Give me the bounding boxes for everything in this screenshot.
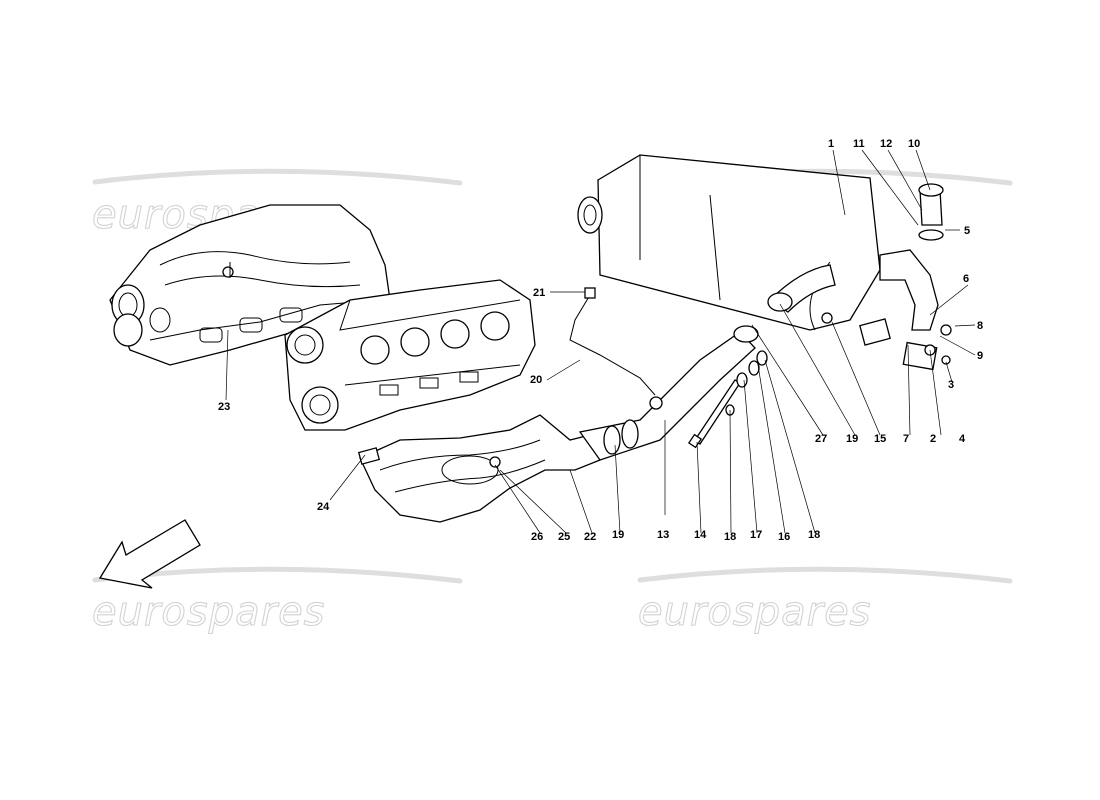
callout-19a: 19 <box>612 529 624 541</box>
callout-14: 14 <box>694 529 707 541</box>
callout-1: 1 <box>828 138 834 150</box>
callout-26: 26 <box>531 531 543 543</box>
callout-2: 2 <box>930 433 936 445</box>
callout-18a: 18 <box>724 531 736 543</box>
callout-17: 17 <box>750 529 762 541</box>
callout-21: 21 <box>533 287 545 299</box>
callout-numbers: 1 2 3 4 5 6 7 8 9 10 11 12 13 14 15 16 1… <box>218 138 983 543</box>
callout-4: 4 <box>959 433 966 445</box>
callout-8: 8 <box>977 320 983 332</box>
watermark-bottom-right: eurospares <box>637 566 1013 636</box>
callout-5: 5 <box>964 225 970 237</box>
callout-7: 7 <box>903 433 909 445</box>
rear-cylinder-head-manifold <box>109 204 391 366</box>
watermark-text: eurospares <box>92 589 326 635</box>
callout-3: 3 <box>948 379 954 391</box>
callout-6: 6 <box>963 273 969 285</box>
callout-22: 22 <box>584 531 596 543</box>
callout-15: 15 <box>874 433 886 445</box>
silencer-muffler <box>577 154 891 346</box>
watermark-bottom-left: eurospares <box>91 566 463 636</box>
callout-10: 10 <box>908 138 920 150</box>
front-cylinder-head <box>284 279 536 431</box>
callout-20: 20 <box>530 374 542 386</box>
lambda-sensor-line <box>569 287 663 410</box>
watermark-text: eurospares <box>638 589 872 635</box>
callout-18b: 18 <box>808 529 820 541</box>
leader-lines <box>225 149 976 534</box>
callout-16: 16 <box>778 531 790 543</box>
callout-13: 13 <box>657 529 669 541</box>
callout-12: 12 <box>880 138 892 150</box>
callout-23: 23 <box>218 401 230 413</box>
tail-pipe-assembly <box>879 183 952 371</box>
callout-25: 25 <box>558 531 570 543</box>
callout-27: 27 <box>815 433 827 445</box>
direction-arrow-icon <box>98 519 201 589</box>
callout-11: 11 <box>853 138 865 150</box>
callout-19b: 19 <box>846 433 858 445</box>
intermediate-pipe <box>578 325 759 461</box>
front-exhaust-manifold <box>357 414 601 523</box>
callout-9: 9 <box>977 350 983 362</box>
callout-24: 24 <box>317 501 330 513</box>
bolt-and-washers <box>687 350 768 449</box>
